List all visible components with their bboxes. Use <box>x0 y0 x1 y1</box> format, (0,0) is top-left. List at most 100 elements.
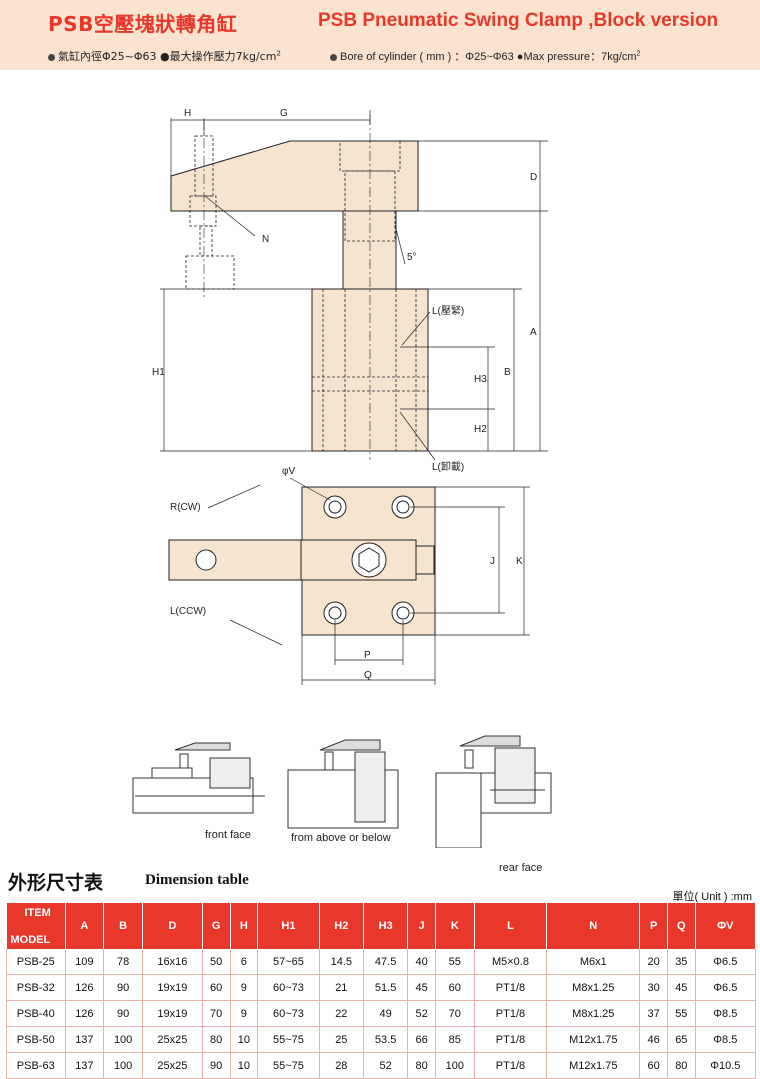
column-header: N <box>546 903 641 949</box>
column-header: H3 <box>363 903 409 949</box>
dim-q-label: Q <box>364 670 372 681</box>
value-cell: PT1/8 <box>474 1000 548 1027</box>
model-cell: PSB-40 <box>6 1000 66 1027</box>
value-cell: 49 <box>363 1000 409 1027</box>
value-cell: 90 <box>103 974 143 1001</box>
value-cell: 85 <box>435 1026 475 1053</box>
dim-phiv-label: φV <box>282 466 295 477</box>
value-cell: 65 <box>667 1026 696 1053</box>
value-cell: PT1/8 <box>474 974 548 1001</box>
value-cell: Φ8.5 <box>695 1026 757 1053</box>
value-cell: 25 <box>319 1026 364 1053</box>
value-cell: 78 <box>103 949 143 975</box>
value-cell: 45 <box>667 974 696 1001</box>
value-cell: PT1/8 <box>474 1052 548 1079</box>
column-header: G <box>202 903 231 949</box>
column-header: L <box>474 903 548 949</box>
value-cell: M6x1 <box>546 949 641 975</box>
bullet-icon <box>48 53 55 61</box>
value-cell: 137 <box>65 1052 105 1079</box>
value-cell: 55~75 <box>257 1026 320 1053</box>
caption-front-face: front face <box>205 829 251 841</box>
column-header: J <box>407 903 436 949</box>
port-unclamp-label: L(卸載) <box>432 460 464 473</box>
caption-from-above: from above or below <box>291 832 391 844</box>
value-cell: 80 <box>407 1052 436 1079</box>
title-chinese: PSB空壓塊狀轉角缸 <box>48 12 238 36</box>
value-cell: 45 <box>407 974 436 1001</box>
dim-h3-label: H3 <box>474 374 487 385</box>
column-header: P <box>639 903 668 949</box>
technical-drawing: H G D N 5° L(壓緊) L(卸載) A B H1 H2 H3 φV R… <box>152 108 548 685</box>
value-cell: 60~73 <box>257 974 320 1001</box>
value-cell: 80 <box>202 1026 231 1053</box>
dim-k-label: K <box>516 556 523 567</box>
column-header: K <box>435 903 475 949</box>
value-cell: 19x19 <box>142 974 203 1001</box>
dim-h2-label: H2 <box>474 424 487 435</box>
mounting-sketches <box>132 735 552 848</box>
value-cell: PT1/8 <box>474 1026 548 1053</box>
value-cell: 19x19 <box>142 1000 203 1027</box>
value-cell: 47.5 <box>363 949 409 975</box>
value-cell: 16x16 <box>142 949 203 975</box>
value-cell: 10 <box>230 1052 259 1079</box>
spec-chinese: 氣缸內徑Φ25~Φ63 ●最大操作壓力7kg/cm2 <box>48 48 281 64</box>
title-english: PSB Pneumatic Swing Clamp ,Block version <box>318 10 719 31</box>
value-cell: 66 <box>407 1026 436 1053</box>
value-cell: 60 <box>435 974 475 1001</box>
value-cell: 90 <box>103 1000 143 1027</box>
model-cell: PSB-50 <box>6 1026 66 1053</box>
value-cell: 55~75 <box>257 1052 320 1079</box>
value-cell: 52 <box>407 1000 436 1027</box>
dim-p-label: P <box>364 650 371 661</box>
port-clamp-label: L(壓緊) <box>432 305 464 317</box>
value-cell: 6 <box>230 949 259 975</box>
model-cell: PSB-32 <box>6 974 66 1001</box>
angle-label: 5° <box>407 252 417 263</box>
value-cell: Φ8.5 <box>695 1000 757 1027</box>
caption-rear-face: rear face <box>499 862 543 874</box>
value-cell: 80 <box>667 1052 696 1079</box>
column-header: H <box>230 903 259 949</box>
value-cell: 57~65 <box>257 949 320 975</box>
value-cell: 60 <box>202 974 231 1001</box>
model-cell: PSB-63 <box>6 1052 66 1079</box>
value-cell: M12x1.75 <box>546 1052 641 1079</box>
value-cell: 60~73 <box>257 1000 320 1027</box>
table-title-chinese: 外形尺寸表 <box>8 872 104 894</box>
value-cell: 35 <box>667 949 696 975</box>
model-cell: PSB-25 <box>6 949 66 975</box>
value-cell: 10 <box>230 1026 259 1053</box>
value-cell: 9 <box>230 974 259 1001</box>
column-header: D <box>142 903 203 949</box>
value-cell: 52 <box>363 1052 409 1079</box>
spec-english: Bore of cylinder ( mm ) ：Φ25~Φ63 ●Max pr… <box>330 48 640 64</box>
value-cell: 22 <box>319 1000 364 1027</box>
value-cell: 21 <box>319 974 364 1001</box>
value-cell: 100 <box>435 1052 475 1079</box>
value-cell: Φ10.5 <box>695 1052 757 1079</box>
dim-a-label: A <box>530 327 537 338</box>
value-cell: 55 <box>667 1000 696 1027</box>
unit-label: 單位( Unit ) :mm <box>672 891 752 903</box>
value-cell: 14.5 <box>319 949 364 975</box>
value-cell: 25x25 <box>142 1026 203 1053</box>
value-cell: 90 <box>202 1052 231 1079</box>
table-title-english: Dimension table <box>145 872 249 888</box>
value-cell: 70 <box>435 1000 475 1027</box>
dim-h1-label: H1 <box>152 367 165 378</box>
value-cell: 137 <box>65 1026 105 1053</box>
column-header: A <box>65 903 105 949</box>
column-header: ΦV <box>695 903 757 949</box>
value-cell: 46 <box>639 1026 668 1053</box>
value-cell: 25x25 <box>142 1052 203 1079</box>
value-cell: 51.5 <box>363 974 409 1001</box>
